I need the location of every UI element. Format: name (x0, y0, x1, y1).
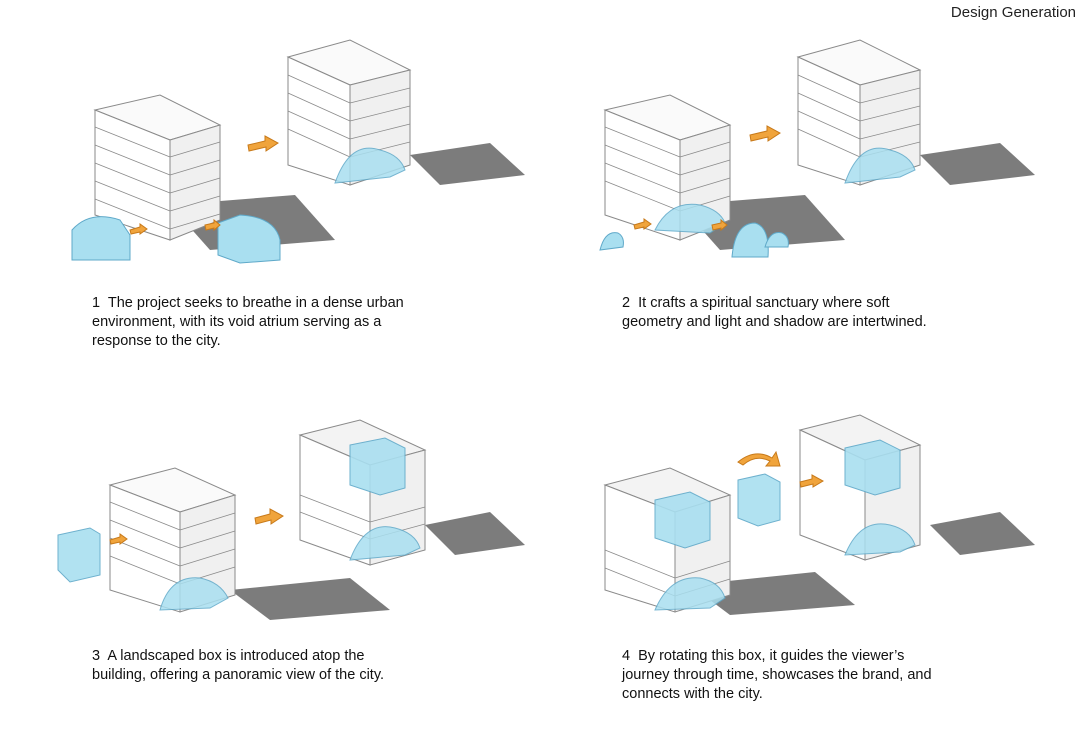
step-2-illustration (599, 39, 1035, 258)
step-4-diagram (560, 400, 1035, 630)
arrow-icon (129, 223, 148, 235)
void-atrium (844, 147, 916, 184)
arrow-icon (749, 125, 781, 142)
arrow-icon (204, 218, 221, 232)
void-piece (599, 232, 624, 251)
landscaped-box (57, 527, 101, 583)
void-atrium (159, 577, 229, 611)
void-piece (764, 232, 789, 248)
arrow-icon (247, 135, 279, 152)
caption-line: connects with the city. (622, 686, 763, 702)
building-shadow (920, 143, 1035, 185)
void-piece (71, 216, 131, 261)
building-shadow (230, 578, 390, 620)
step-3-diagram (50, 400, 525, 630)
step-2-diagram (560, 35, 1035, 265)
step-1-caption: 1 The project seeks to breathe in a dens… (92, 294, 512, 351)
building-shadow (425, 512, 525, 555)
building-shadow (690, 572, 855, 615)
caption-line: geometry and light and shadow are intert… (622, 314, 927, 330)
step-4-caption: 4 By rotating this box, it guides the vi… (622, 647, 1042, 704)
building-shadow (410, 143, 525, 185)
caption-line: 4 By rotating this box, it guides the vi… (622, 648, 905, 664)
landscaped-box (844, 439, 901, 496)
void-atrium (349, 526, 421, 561)
arrow-icon (109, 533, 128, 545)
caption-line: building, offering a panoramic view of t… (92, 667, 385, 683)
caption-line: environment, with its void atrium servin… (92, 314, 382, 330)
caption-line: 2 It crafts a spiritual sanctuary where … (622, 295, 890, 311)
arrow-icon (254, 508, 284, 525)
rotating-box (737, 473, 781, 527)
landscaped-box (654, 491, 711, 549)
arrow-icon (633, 218, 652, 230)
building-face-right (169, 124, 221, 241)
step-2-caption: 2 It crafts a spiritual sanctuary where … (622, 294, 1042, 332)
arrow-icon (799, 474, 825, 488)
void-atrium (334, 147, 406, 184)
void-atrium (654, 203, 726, 234)
landscaped-box (349, 437, 406, 496)
step-4-illustration (603, 414, 1035, 615)
void-atrium (654, 577, 726, 611)
caption-line: 3 A landscaped box is introduced atop th… (92, 648, 365, 664)
step-1-diagram (50, 35, 525, 265)
void-atrium (844, 523, 916, 556)
arrow-icon (711, 218, 728, 232)
caption-line: response to the city. (92, 333, 221, 349)
building-shadow (930, 512, 1035, 555)
rotate-arrow-icon (737, 450, 781, 467)
caption-line: 1 The project seeks to breathe in a dens… (92, 295, 404, 311)
step-3-illustration (57, 419, 525, 620)
step-3-caption: 3 A landscaped box is introduced atop th… (92, 647, 512, 685)
caption-line: journey through time, showcases the bran… (622, 667, 932, 683)
step-1-illustration (71, 39, 525, 264)
page-title: Design Generation (950, 4, 1076, 21)
void-piece (217, 214, 281, 264)
